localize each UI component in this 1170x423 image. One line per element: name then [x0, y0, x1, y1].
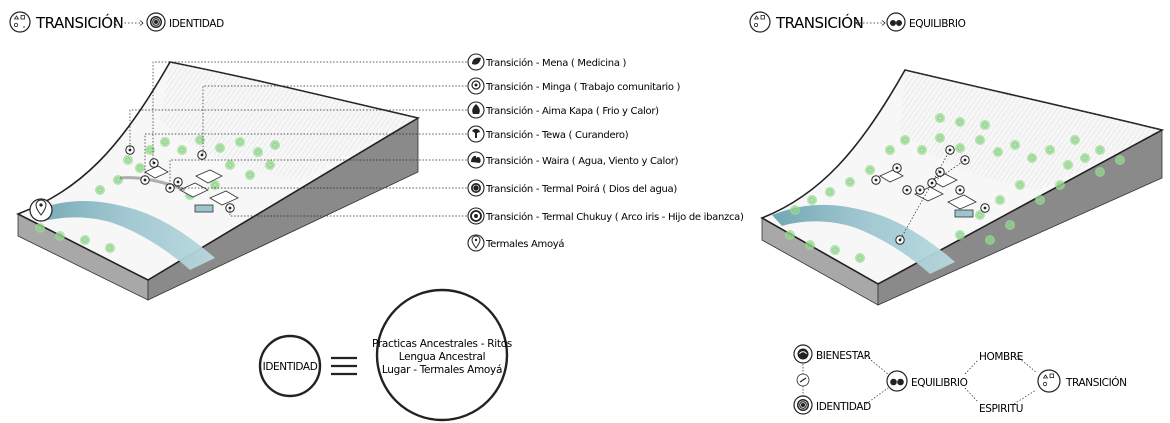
transicion-label: TRANSICIÓN: [1065, 376, 1127, 389]
arrow-right-icon: [139, 20, 144, 26]
identity-equation: IDENTIDAD Practicas Ancestrales - Ritos …: [258, 288, 512, 422]
legend-label: Termales Amoyá: [485, 238, 564, 250]
bienestar-label: BIENESTAR: [816, 350, 871, 362]
legend-label: Transición - Minga ( Trabajo comunitario…: [485, 81, 681, 93]
legend-item: Transición - Mena ( Medicina ): [467, 53, 627, 71]
transition-icon: [9, 11, 31, 33]
equilibrio-label: EQUILIBRIO: [911, 377, 968, 389]
link-icon: [796, 364, 810, 396]
legend-label: Transición - Termal Chukuy ( Arco iris -…: [485, 211, 744, 223]
definition-circle: [375, 288, 509, 422]
left-header: TRANSICIÓN IDENTIDAD: [9, 11, 224, 33]
left-header-title: TRANSICIÓN: [35, 13, 123, 32]
transition-icon: [749, 11, 771, 33]
balance-icon: [886, 12, 906, 32]
legend-item: Transición - Aima Kapa ( Frio y Calor): [467, 101, 659, 119]
legend-label: Transición - Waira ( Agua, Viento y Calo…: [485, 155, 679, 167]
legend-label: Transición - Aima Kapa ( Frio y Calor): [485, 105, 659, 117]
right-header: TRANSICIÓN EQUILIBRIO: [749, 11, 966, 33]
legend-label: Transición - Mena ( Medicina ): [485, 57, 627, 69]
identity-term: IDENTIDAD: [263, 361, 318, 373]
legend-item: Transición - Termal Chukuy ( Arco iris -…: [467, 207, 744, 225]
left-terrain-model: [16, 61, 421, 301]
bienestar-icon: [793, 344, 813, 364]
legend-item: Termales Amoyá: [467, 234, 565, 252]
legend: Transición - Mena ( Medicina ) Transició…: [467, 53, 744, 252]
arrow-left-icon: [855, 20, 860, 26]
location-pin-icon: [29, 198, 53, 222]
arrow-left-icon: [113, 20, 118, 26]
legend-item: Transición - Termal Poirá ( Dios del agu…: [467, 179, 678, 197]
leader-lines: [129, 61, 470, 217]
legend-label: Transición - Termal Poirá ( Dios del agu…: [485, 183, 677, 195]
right-terrain-model: [760, 69, 1165, 306]
balance-icon: [886, 370, 908, 392]
river: [30, 201, 215, 270]
left-header-target: IDENTIDAD: [169, 18, 224, 30]
right-header-title: TRANSICIÓN: [775, 13, 863, 32]
hombre-label: HOMBRE: [979, 351, 1023, 363]
balance-diagram: BIENESTAR IDENTIDAD EQUILIBRI: [793, 344, 1127, 415]
definition-line: Practicas Ancestrales - Ritos: [372, 338, 512, 350]
definition-line: Lengua Ancestral: [399, 351, 485, 363]
fingerprint-icon: [793, 395, 813, 415]
legend-label: Transición - Tewa ( Curandero): [485, 129, 629, 141]
diagram-connectors: [865, 353, 1037, 405]
right-header-target: EQUILIBRIO: [909, 18, 966, 30]
identity-circle: [258, 334, 322, 398]
legend-item: Transición - Waira ( Agua, Viento y Calo…: [467, 151, 679, 169]
transition-icon: [1037, 369, 1061, 393]
fingerprint-icon: [146, 12, 166, 32]
identidad-label: IDENTIDAD: [816, 401, 871, 413]
arrow-right-icon: [881, 20, 886, 26]
buildings: [879, 169, 977, 218]
definition-line: Lugar - Termales Amoyá: [382, 364, 502, 376]
river: [772, 204, 955, 274]
espiritu-label: ESPIRITU: [979, 403, 1023, 415]
legend-item: Transición - Tewa ( Curandero): [467, 125, 629, 143]
legend-item: Transición - Minga ( Trabajo comunitario…: [467, 77, 681, 95]
equivalence-symbol: [331, 356, 357, 376]
